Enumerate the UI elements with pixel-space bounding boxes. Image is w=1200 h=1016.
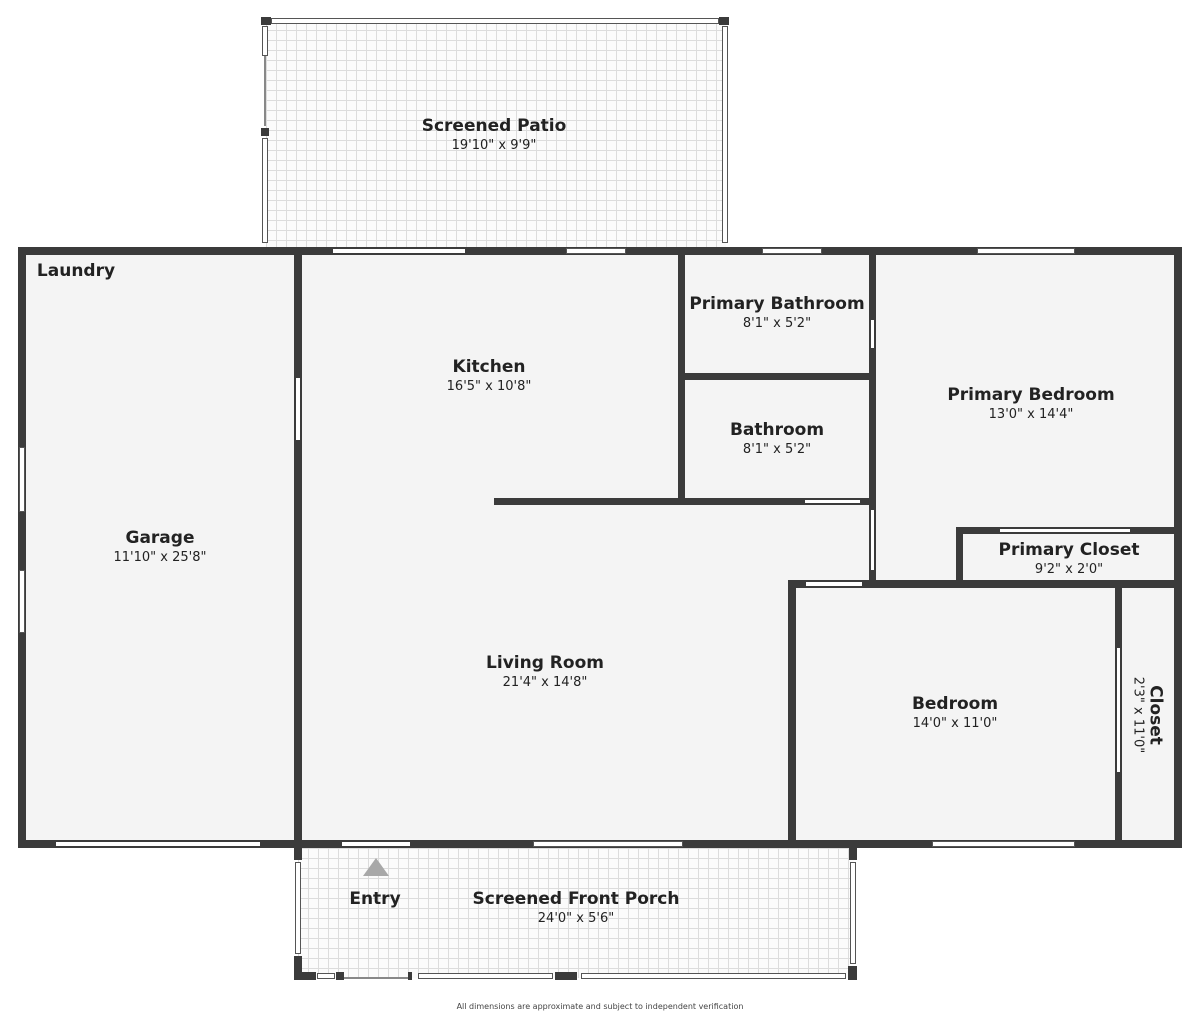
bedroom-window <box>932 841 1075 847</box>
disclaimer: All dimensions are approximate and subje… <box>456 1002 744 1011</box>
kitchen-patio-opening[interactable] <box>333 249 465 253</box>
living-window <box>533 841 683 847</box>
garage-window-1 <box>19 447 25 512</box>
entry-arrow-icon <box>363 858 389 876</box>
bathroom-door[interactable] <box>805 500 860 503</box>
garage-door-interior[interactable] <box>296 378 300 440</box>
room-entry: Entry <box>349 889 401 909</box>
bath-window <box>762 248 822 254</box>
wall-right <box>1174 247 1182 848</box>
closet-door[interactable] <box>1117 648 1120 772</box>
primary-bedroom-door[interactable] <box>871 510 874 570</box>
entry-door[interactable] <box>342 842 410 846</box>
main-floor <box>22 251 1178 844</box>
garage-door[interactable] <box>56 842 260 846</box>
primary-closet-door[interactable] <box>1000 529 1130 532</box>
garage-window-2 <box>19 570 25 633</box>
porch-screen-bottom-1 <box>418 973 553 979</box>
bedroom-door[interactable] <box>806 582 862 586</box>
patio-floor <box>266 20 726 247</box>
garage-wall <box>294 247 302 848</box>
porch-screen-bottom-2 <box>581 973 846 979</box>
patio-screen-top <box>271 18 719 24</box>
wall-left <box>18 247 26 848</box>
primary-bath-door[interactable] <box>871 320 874 348</box>
primary-bedroom-window <box>977 248 1075 254</box>
kitchen-window <box>566 248 626 254</box>
porch-floor <box>298 848 854 978</box>
room-laundry: Laundry <box>36 261 116 281</box>
